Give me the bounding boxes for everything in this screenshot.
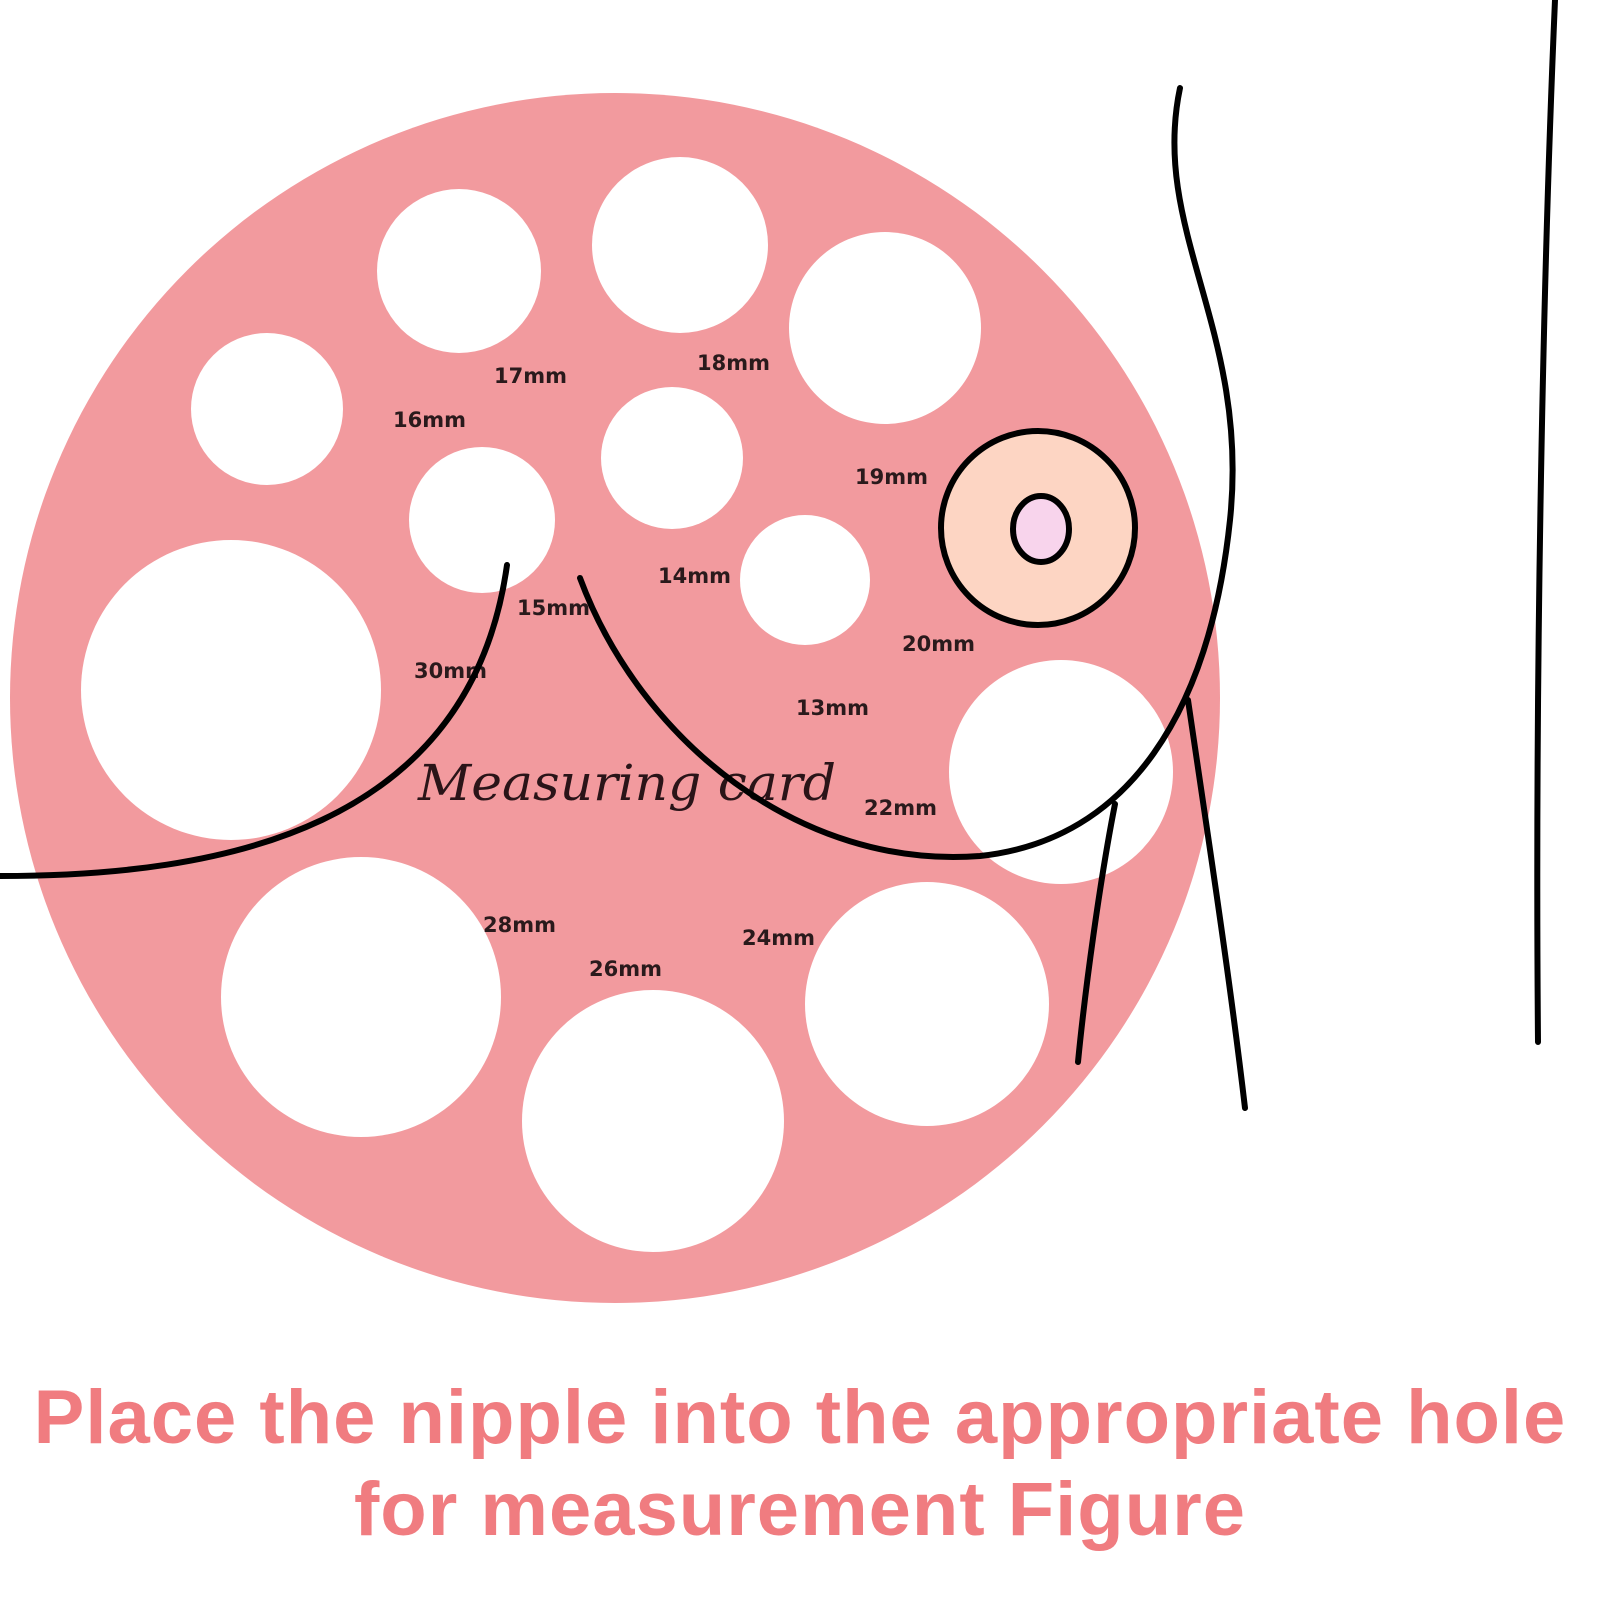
size-label-15mm: 15mm <box>517 596 590 620</box>
arm-inner-line <box>1075 801 1118 1065</box>
caption-line-1: Place the nipple into the appropriate ho… <box>33 1375 1567 1460</box>
arm-outer-line <box>1534 0 1558 1045</box>
body-outline <box>0 0 1558 1111</box>
card-title: Measuring card <box>417 754 836 812</box>
size-label-17mm: 17mm <box>494 364 567 388</box>
size-label-13mm: 13mm <box>796 696 869 720</box>
size-label-22mm: 22mm <box>864 796 937 820</box>
size-label-14mm: 14mm <box>658 564 731 588</box>
size-label-24mm: 24mm <box>742 926 815 950</box>
size-label-16mm: 16mm <box>393 408 466 432</box>
size-label-26mm: 26mm <box>589 957 662 981</box>
nipple <box>1010 493 1072 565</box>
torso-side-line <box>1185 697 1248 1111</box>
caption-line-2: for measurement Figure <box>354 1467 1246 1552</box>
right-breast-curve <box>577 85 1236 861</box>
measuring-card-disc <box>10 93 1220 1303</box>
size-label-19mm: 19mm <box>855 465 928 489</box>
size-label-20mm: 20mm <box>902 632 975 656</box>
left-breast-curve <box>0 562 510 879</box>
size-label-18mm: 18mm <box>697 351 770 375</box>
size-label-28mm: 28mm <box>483 913 556 937</box>
